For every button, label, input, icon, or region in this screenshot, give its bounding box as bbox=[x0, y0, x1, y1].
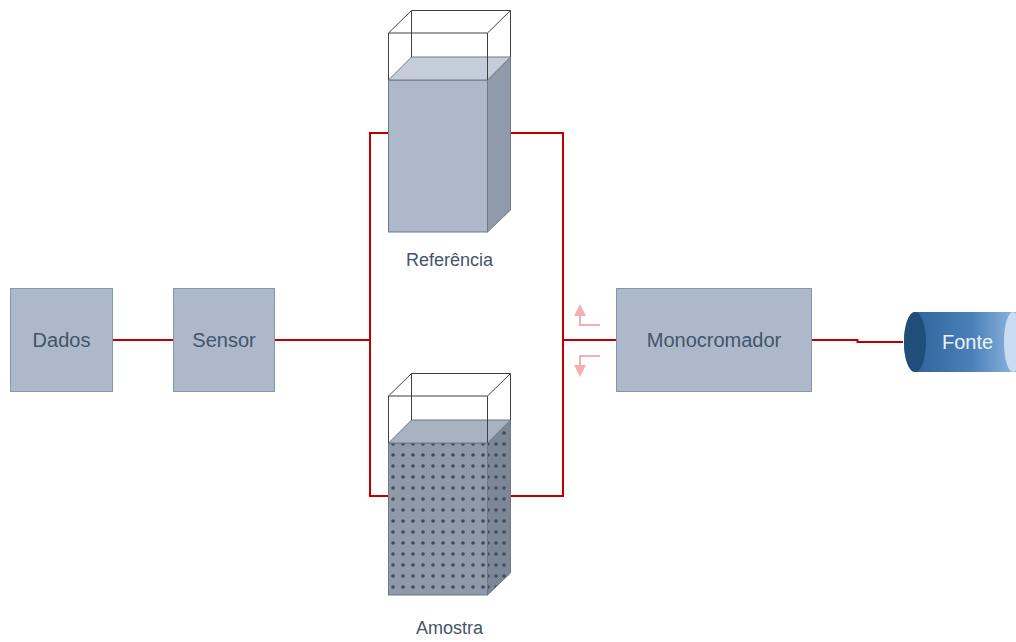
light-path bbox=[812, 340, 903, 342]
source-text-area: Fonte bbox=[923, 311, 1012, 373]
box-label: Dados bbox=[33, 329, 91, 352]
sensor-box: Sensor bbox=[173, 288, 275, 392]
cuvette-label: Amostra bbox=[416, 618, 483, 639]
reference-cuvette: Referência bbox=[388, 10, 511, 233]
box-label: Sensor bbox=[192, 329, 255, 352]
cuvette-drawing bbox=[388, 10, 511, 233]
light-path bbox=[275, 133, 388, 340]
cuvette-label: Referência bbox=[406, 250, 493, 271]
light-path bbox=[511, 340, 616, 496]
cuvette-drawing bbox=[388, 373, 511, 596]
light-path bbox=[511, 133, 616, 340]
source-label: Fonte bbox=[942, 331, 993, 354]
light-path bbox=[113, 339, 173, 341]
split-arrow bbox=[580, 310, 600, 325]
light-source: Fonte bbox=[903, 311, 1016, 373]
split-arrow bbox=[580, 356, 600, 371]
box-label: Monocromador bbox=[647, 329, 782, 352]
light-path bbox=[275, 340, 388, 496]
monochromator-box: Monocromador bbox=[616, 288, 812, 392]
data-box: Dados bbox=[10, 288, 113, 392]
sample-cuvette: Amostra bbox=[388, 373, 511, 596]
